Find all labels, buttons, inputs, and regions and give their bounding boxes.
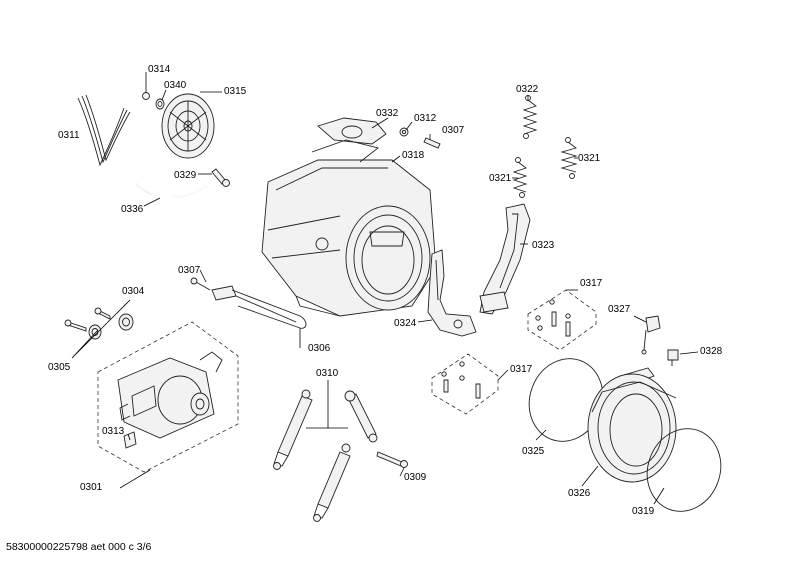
label-0314: 0314: [148, 64, 171, 75]
label-0304: 0304: [122, 286, 145, 297]
label-0317-lower: 0317: [510, 364, 533, 375]
label-0310: 0310: [316, 368, 339, 379]
document-id-footer: 58300000225798 aet 000 c 3/6: [6, 541, 152, 553]
spring-0321-a: [512, 157, 528, 198]
heater-0306: [190, 277, 307, 329]
shock-absorber-upper: [273, 389, 313, 470]
counterweight-0323: [479, 203, 531, 315]
bolt-0329: [211, 168, 230, 187]
label-0327: 0327: [608, 304, 631, 315]
label-0328: 0328: [700, 346, 723, 357]
label-0323: 0323: [532, 240, 555, 251]
label-0319: 0319: [632, 506, 655, 517]
label-0332: 0332: [376, 108, 399, 119]
label-0329: 0329: [174, 170, 197, 181]
pin-0309: [376, 451, 408, 468]
counterweight-0324: [427, 249, 477, 337]
pulley: [161, 93, 215, 159]
label-0309: 0309: [404, 472, 427, 483]
screws-0304: [64, 307, 134, 340]
washer-0340: [155, 98, 165, 110]
label-0324: 0324: [394, 318, 417, 329]
label-0326: 0326: [568, 488, 591, 499]
front-panel-0326: [587, 367, 677, 483]
label-0340: 0340: [164, 80, 187, 91]
label-0307-left: 0307: [178, 265, 201, 276]
leader-lines: [71, 72, 699, 505]
label-0317-upper: 0317: [580, 278, 603, 289]
drive-belt: [77, 94, 131, 167]
label-0321-right: 0321: [578, 153, 601, 164]
shock-absorber-bracket: [344, 390, 378, 443]
label-0311: 0311: [58, 130, 80, 141]
label-0336: 0336: [121, 204, 144, 215]
label-0305: 0305: [48, 362, 71, 373]
label-0322: 0322: [516, 84, 539, 95]
screw-0314: [142, 92, 150, 100]
seal-ring-0319: [646, 428, 722, 512]
spring-0322: [522, 95, 538, 139]
kit-0317-lower: [431, 353, 499, 415]
tub-top-counterweight-0332: [311, 117, 387, 163]
label-0315: 0315: [224, 86, 247, 97]
part-labels: 0311 0314 0340 0315 0329 0336 0307 0304 …: [48, 64, 723, 517]
hose-0336: [135, 183, 207, 199]
label-0307-top: 0307: [442, 125, 465, 136]
label-0313: 0313: [102, 426, 125, 437]
spring-0321-b: [560, 137, 578, 179]
kit-0317-upper: [527, 289, 597, 351]
motor-assembly: [97, 321, 239, 473]
tub-0318: [261, 159, 437, 317]
label-0301: 0301: [80, 482, 103, 493]
clip-0328: [667, 349, 679, 366]
label-0325: 0325: [522, 446, 545, 457]
label-0321-left: 0321: [489, 173, 512, 184]
label-0312: 0312: [414, 113, 437, 124]
shock-absorber-lower: [313, 443, 351, 522]
clip-0327: [641, 315, 661, 355]
label-0306: 0306: [308, 343, 331, 354]
pin-0307-top: [423, 137, 441, 149]
label-0318: 0318: [402, 150, 425, 161]
